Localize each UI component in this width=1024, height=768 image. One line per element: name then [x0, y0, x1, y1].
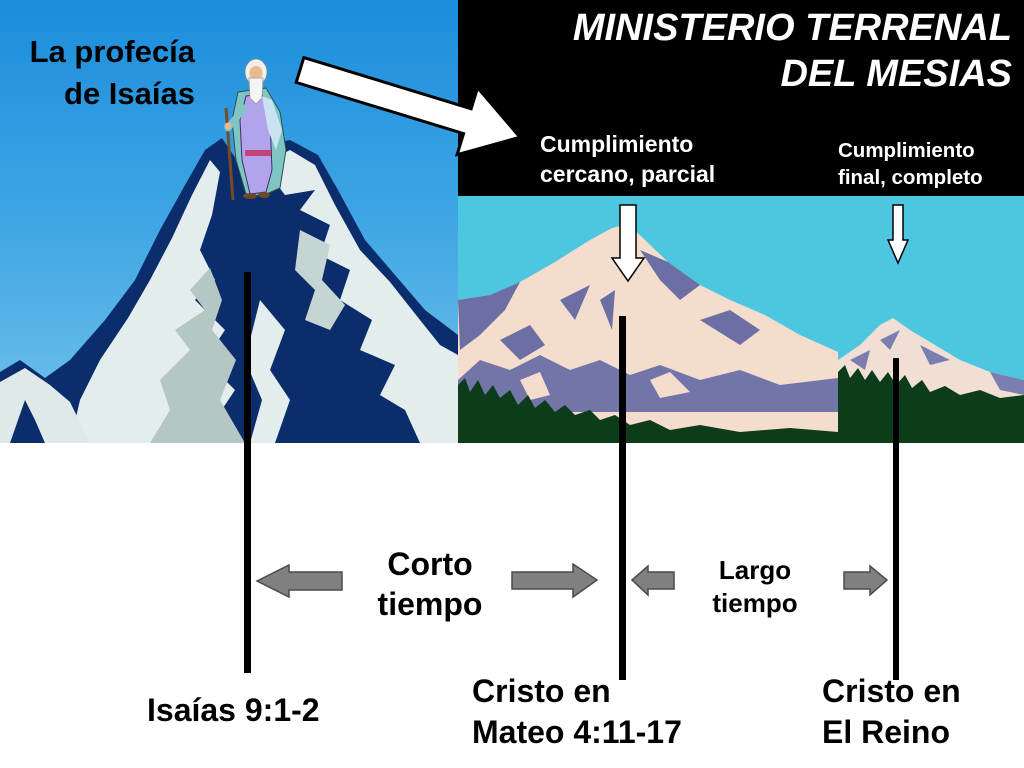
kingdom-reference-line1: Cristo en	[822, 671, 961, 712]
timeline-marker-matthew	[619, 316, 626, 680]
final-fulfillment-line2: final, completo	[838, 164, 983, 191]
short-interval-line1: Corto	[360, 544, 500, 584]
prophecy-label-line1: La profecía	[0, 31, 195, 73]
final-fulfillment-line1: Cumplimiento	[838, 137, 983, 164]
short-interval-label: Corto tiempo	[360, 544, 500, 624]
arrow-left-icon	[632, 566, 674, 595]
long-interval-label: Largo tiempo	[690, 554, 820, 620]
near-fulfillment-line2: cercano, parcial	[540, 159, 715, 189]
near-fulfillment-line1: Cumplimiento	[540, 129, 715, 159]
matthew-reference-line2: Mateo 4:11-17	[472, 712, 682, 753]
matthew-reference-label: Cristo en Mateo 4:11-17	[472, 671, 682, 753]
isaiah-reference-line1: Isaías 9:1-2	[147, 690, 320, 731]
prophecy-label: La profecía de Isaías	[0, 31, 195, 115]
kingdom-reference-label: Cristo en El Reino	[822, 671, 961, 753]
slide-title-line2: DEL MESIAS	[458, 51, 1012, 97]
long-interval-line2: tiempo	[690, 587, 820, 620]
arrow-right-icon	[512, 564, 597, 597]
final-fulfillment-label: Cumplimiento final, completo	[838, 137, 983, 191]
slide-title-line1: MINISTERIO TERRENAL	[458, 5, 1012, 51]
timeline-marker-isaiah	[244, 272, 251, 673]
arrow-left-icon	[257, 565, 342, 597]
long-interval-line1: Largo	[690, 554, 820, 587]
isaiah-reference-label: Isaías 9:1-2	[147, 690, 320, 731]
timeline-marker-kingdom	[893, 358, 899, 680]
slide-title: MINISTERIO TERRENAL DEL MESIAS	[458, 5, 1012, 97]
near-fulfillment-label: Cumplimiento cercano, parcial	[540, 129, 715, 189]
prophecy-label-line2: de Isaías	[0, 73, 195, 115]
kingdom-reference-line2: El Reino	[822, 712, 961, 753]
arrow-right-icon	[844, 566, 887, 595]
matthew-reference-line1: Cristo en	[472, 671, 682, 712]
short-interval-line2: tiempo	[360, 584, 500, 624]
